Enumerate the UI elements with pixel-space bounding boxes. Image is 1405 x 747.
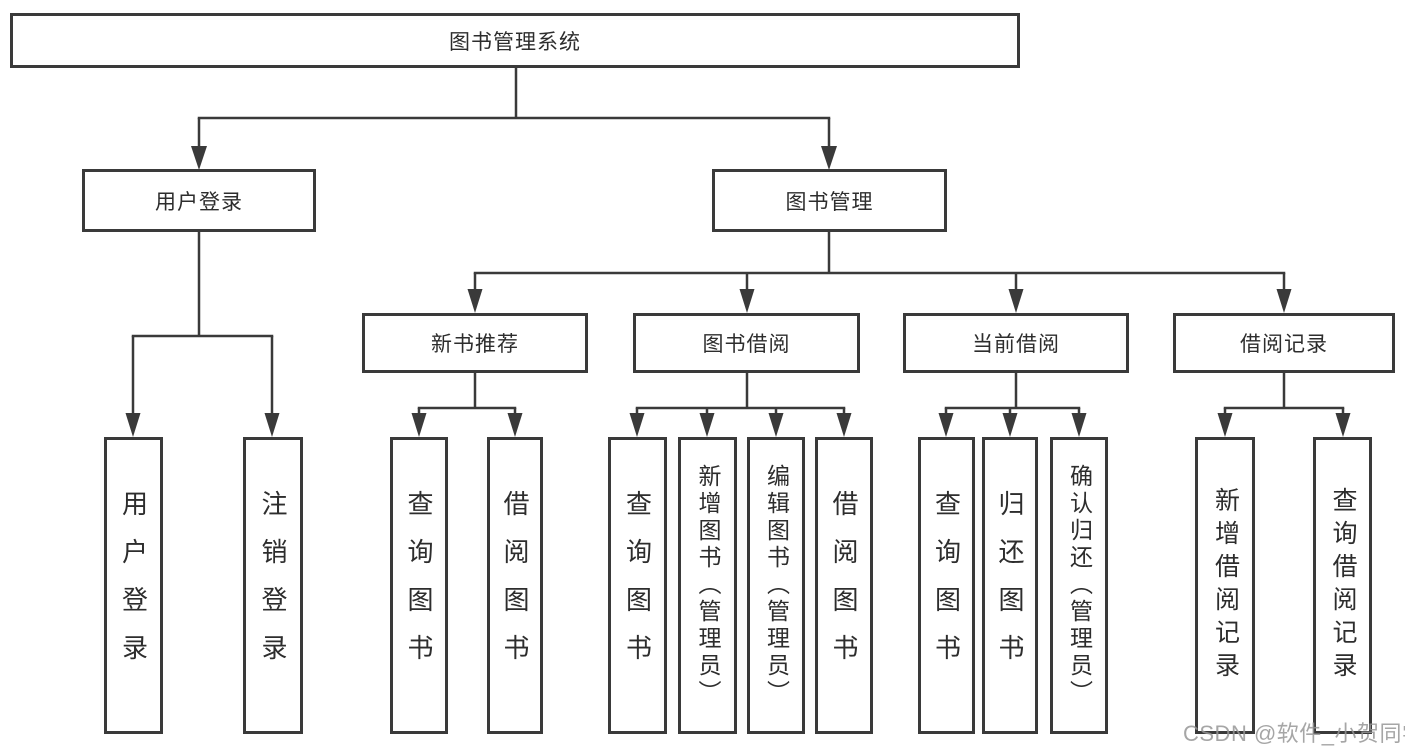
leaf-add-book-admin: 新增图书（管理员） bbox=[678, 437, 737, 734]
node-new-book-recommend: 新书推荐 bbox=[362, 313, 588, 373]
arrowhead-icon bbox=[467, 289, 483, 313]
leaf-current-query-books: 查询图书 bbox=[918, 437, 975, 734]
node-label: 用户登录 bbox=[155, 190, 243, 214]
leaf-recommend-borrow-books: 借阅图书 bbox=[487, 437, 543, 734]
node-current-borrowing: 当前借阅 bbox=[903, 313, 1129, 373]
node-label: 图书借阅 bbox=[702, 333, 791, 356]
arrowhead-icon bbox=[1276, 289, 1292, 313]
node-user-login: 用户登录 bbox=[82, 169, 316, 232]
arrowhead-icon bbox=[1008, 289, 1024, 313]
leaf-logout: 注销登录 bbox=[243, 437, 303, 734]
node-label: 当前借阅 bbox=[972, 333, 1060, 356]
leaf-label: 查询图书 bbox=[931, 489, 962, 682]
arrowhead-icon bbox=[191, 146, 207, 170]
node-label: 新书推荐 bbox=[431, 333, 519, 356]
arrowhead-icon bbox=[1071, 413, 1087, 437]
arrowhead-icon bbox=[629, 413, 645, 437]
node-book-borrowing: 图书借阅 bbox=[633, 313, 860, 373]
arrowhead-icon bbox=[264, 413, 280, 437]
node-label: 借阅记录 bbox=[1240, 333, 1328, 356]
leaf-label: 新增图书（管理员） bbox=[695, 464, 721, 707]
node-label: 图书管理系统 bbox=[449, 30, 581, 54]
leaf-label: 归还图书 bbox=[995, 489, 1025, 682]
arrowhead-icon bbox=[507, 413, 523, 437]
leaf-label: 注销登录 bbox=[258, 489, 288, 682]
arrowhead-icon bbox=[411, 413, 427, 437]
arrowhead-icon bbox=[1335, 413, 1351, 437]
leaf-confirm-return-admin: 确认归还（管理员） bbox=[1050, 437, 1108, 734]
arrowheads bbox=[125, 146, 1351, 437]
leaf-borrow-book: 借阅图书 bbox=[815, 437, 873, 734]
leaf-label: 查询借阅记录 bbox=[1329, 486, 1357, 685]
node-book-management: 图书管理 bbox=[712, 169, 947, 232]
arrowhead-icon bbox=[739, 289, 755, 313]
leaf-recommend-query-books: 查询图书 bbox=[390, 437, 448, 734]
arrowhead-icon bbox=[836, 413, 852, 437]
arrowhead-icon bbox=[1002, 413, 1018, 437]
arrowhead-icon bbox=[125, 413, 141, 437]
node-label: 图书管理 bbox=[785, 190, 874, 214]
leaf-add-borrow-record: 新增借阅记录 bbox=[1195, 437, 1255, 734]
leaf-label: 查询图书 bbox=[404, 489, 434, 682]
leaf-user-login: 用户登录 bbox=[104, 437, 163, 734]
arrowhead-icon bbox=[1217, 413, 1233, 437]
leaf-return-book: 归还图书 bbox=[982, 437, 1038, 734]
arrowhead-icon bbox=[768, 413, 784, 437]
leaf-label: 编辑图书（管理员） bbox=[763, 464, 790, 707]
arrowhead-icon bbox=[699, 413, 715, 437]
node-borrow-records: 借阅记录 bbox=[1173, 313, 1395, 373]
leaf-label: 用户登录 bbox=[118, 489, 149, 682]
leaf-label: 查询图书 bbox=[622, 489, 653, 682]
leaf-label: 新增借阅记录 bbox=[1211, 486, 1240, 685]
leaf-borrow-query-books: 查询图书 bbox=[608, 437, 667, 734]
leaf-label: 借阅图书 bbox=[500, 489, 530, 682]
leaf-label: 确认归还（管理员） bbox=[1066, 464, 1093, 707]
csdn-watermark: CSDN @软件_小贺同学 bbox=[1183, 721, 1405, 746]
arrowhead-icon bbox=[821, 146, 837, 170]
leaf-label: 借阅图书 bbox=[829, 489, 859, 682]
leaf-query-borrow-record: 查询借阅记录 bbox=[1313, 437, 1372, 734]
node-root-system: 图书管理系统 bbox=[10, 13, 1020, 68]
leaf-edit-book-admin: 编辑图书（管理员） bbox=[747, 437, 805, 734]
arrowhead-icon bbox=[938, 413, 954, 437]
